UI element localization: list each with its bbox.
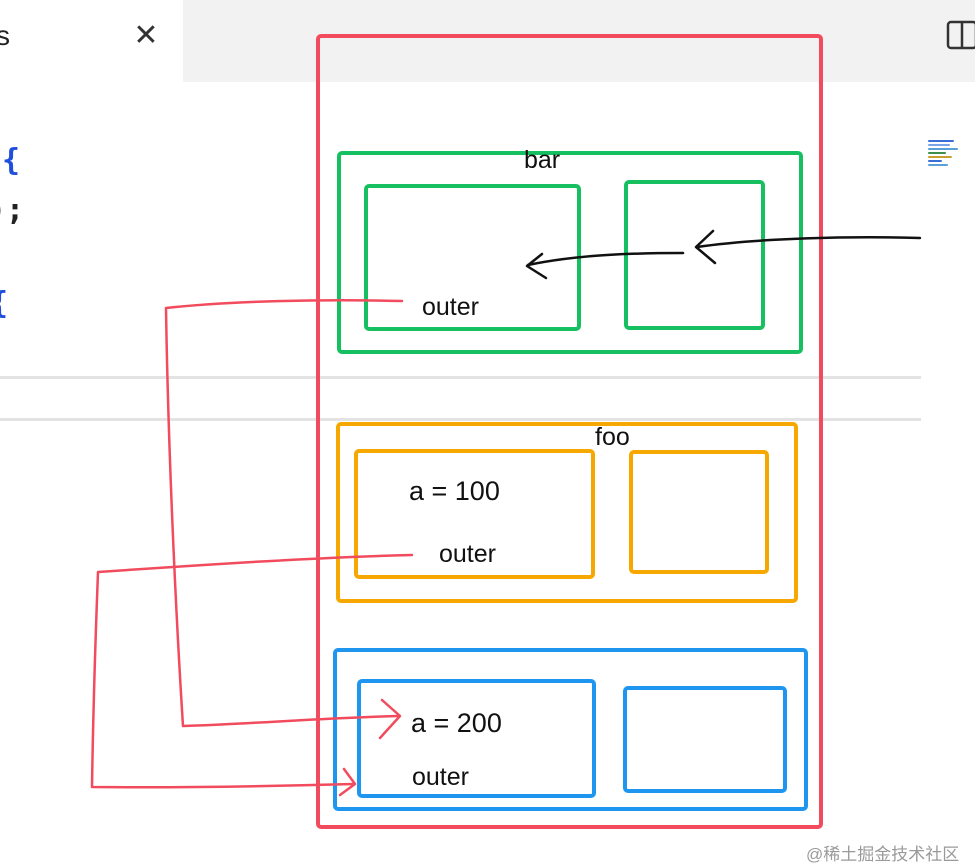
red-arrowhead-global-outer [338,767,357,797]
watermark: @稀土掘金技术社区 [806,845,960,864]
editor-divider-1 [0,376,921,379]
editor-divider-2 [0,418,921,421]
foo-right-box [629,450,769,574]
global-a-text: a = 200 [411,708,502,738]
close-icon[interactable]: ✕ [133,19,159,52]
foo-outer-text: outer [439,540,496,568]
foo-label: foo [595,423,630,451]
outer-scope-frame [316,34,823,829]
global-scope-box [333,648,808,811]
code-brace-2: { [0,286,8,321]
bar-outer-text: outer [422,293,479,321]
foo-a-text: a = 100 [409,476,500,506]
red-arrowhead-global-a [378,698,402,740]
black-arrow-head-2 [525,252,548,280]
black-arrow-head-1 [694,229,717,265]
global-outer-text: outer [412,763,469,791]
global-env-box [357,679,596,798]
bar-right-box [624,180,765,330]
code-paren-semicolon: ); [0,193,25,228]
split-editor-icon[interactable] [946,20,975,50]
black-arrow-line-2 [526,251,685,267]
editor-tab[interactable]: s ✕ [0,0,183,82]
red-arrow-bar-to-global [164,299,404,728]
code-brace-1: { [2,143,21,178]
red-arrow-foo-to-global [90,553,414,789]
global-right-box [623,686,787,793]
black-arrow-line-1 [695,236,922,249]
tab-label: s [0,20,10,51]
bar-label: bar [524,146,560,174]
editor-tab-bar: s ✕ [0,0,975,82]
bar-scope-box [337,151,803,354]
foo-scope-box [336,422,798,603]
minimap-icon[interactable] [928,138,964,174]
foo-env-box [354,449,595,579]
